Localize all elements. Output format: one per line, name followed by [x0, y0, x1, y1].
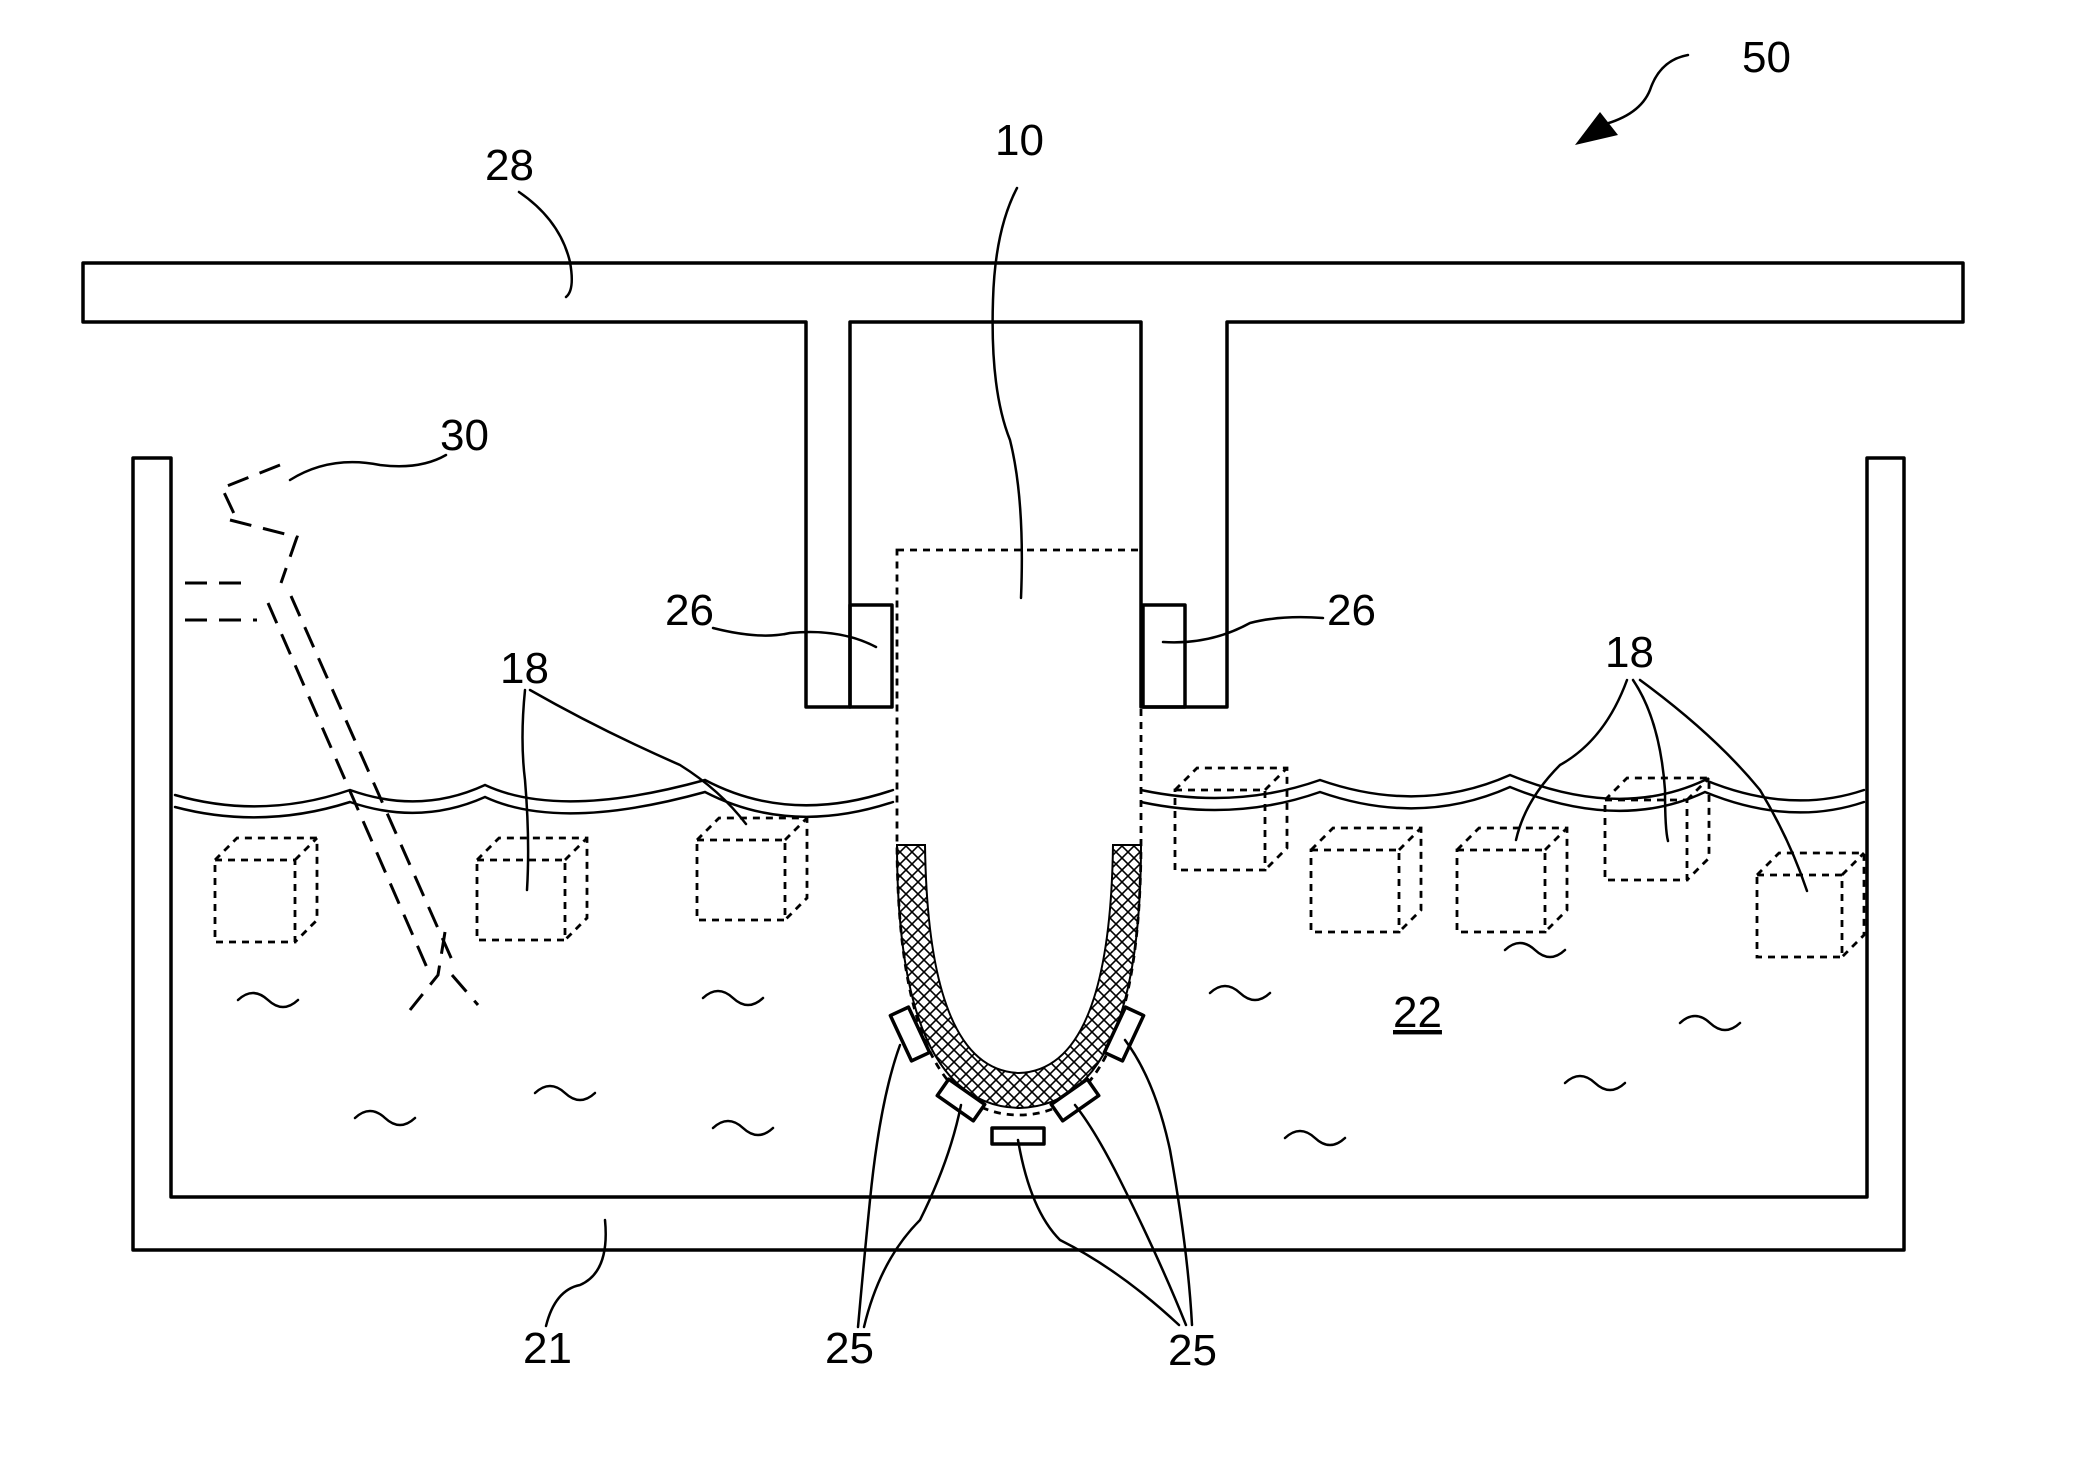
- holder-26-right: [1143, 605, 1185, 707]
- label-apparatus-50: 50: [1742, 33, 1791, 82]
- holder-26-left: [850, 605, 892, 707]
- arrowhead-50: [1575, 112, 1618, 145]
- platform-28: [83, 263, 1963, 707]
- label-sensors-25-left: 25: [825, 1324, 874, 1373]
- liquid-ripples: [238, 943, 1740, 1145]
- article-coating: [897, 845, 1141, 1108]
- label-platform-28: 28: [485, 141, 534, 190]
- label-probe-30: 30: [440, 411, 489, 460]
- label-holder-26-right: 26: [1327, 586, 1376, 635]
- label-tank-21: 21: [523, 1324, 572, 1373]
- label-sensors-25-right: 25: [1168, 1326, 1217, 1375]
- label-article-10: 10: [995, 116, 1044, 165]
- label-particles-18-left: 18: [500, 644, 549, 693]
- label-particles-18-right: 18: [1605, 628, 1654, 677]
- label-holder-26-left: 26: [665, 586, 714, 635]
- label-liquid-22: 22: [1393, 988, 1442, 1037]
- particles-18: [215, 768, 1864, 957]
- probe-30: [185, 465, 478, 1010]
